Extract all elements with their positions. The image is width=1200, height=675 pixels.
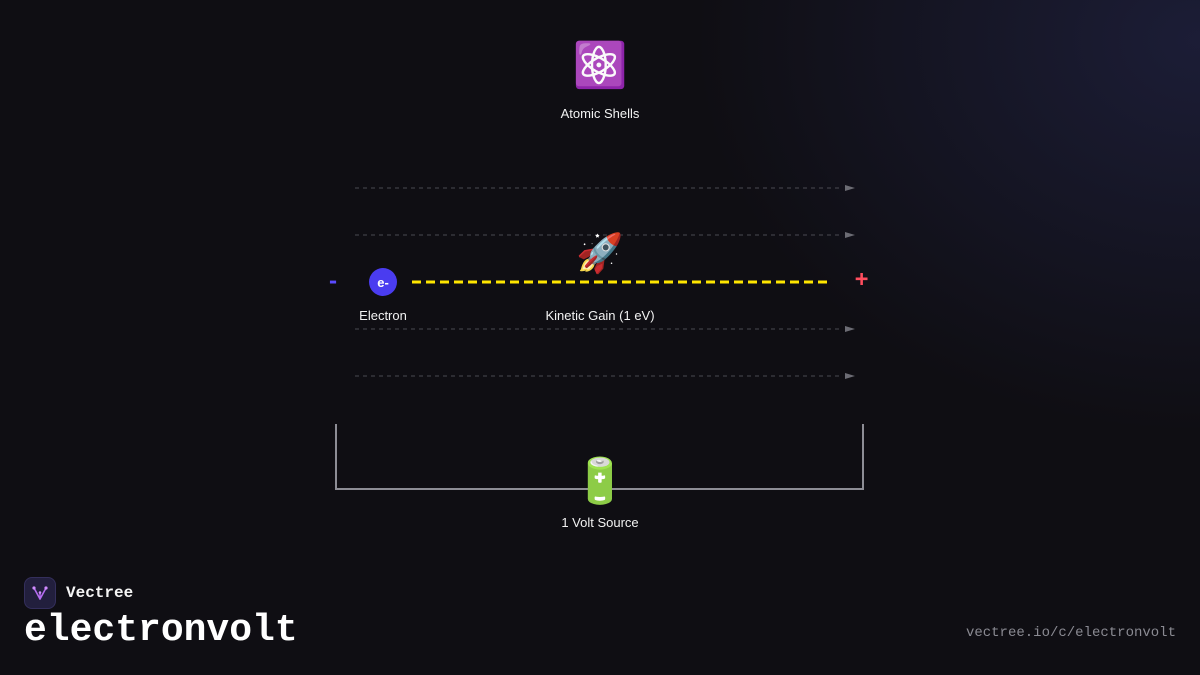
vectree-logo-mark [32, 586, 48, 600]
battery-emoji-icon: 🔋 [572, 456, 628, 507]
negative-terminal-sign: - [327, 269, 340, 293]
field-line-arrow-icon [845, 232, 855, 238]
rocket-emoji-icon: 🚀 [576, 231, 624, 275]
circuit-wire [335, 424, 864, 490]
field-line-arrow-icon [845, 185, 855, 191]
page-url-link[interactable]: vectree.io/c/electronvolt [965, 625, 1176, 641]
vectree-logo-icon [24, 577, 56, 609]
atomic-shells-label: Atomic Shells [560, 106, 640, 121]
page-title: electronvolt [24, 609, 298, 652]
electron-label: Electron [359, 308, 407, 323]
electron-particle: e- [369, 268, 397, 296]
atom-emoji-icon: ⚛️ [572, 40, 628, 91]
kinetic-gain-label: Kinetic Gain (1 eV) [545, 308, 655, 323]
brand[interactable]: Vectree [24, 577, 133, 609]
volt-source-label: 1 Volt Source [561, 515, 639, 530]
field-line-arrow-icon [845, 326, 855, 332]
field-lines [355, 185, 855, 379]
field-line-arrow-icon [845, 373, 855, 379]
positive-terminal-sign: + [855, 267, 869, 292]
brand-name: Vectree [66, 584, 134, 602]
